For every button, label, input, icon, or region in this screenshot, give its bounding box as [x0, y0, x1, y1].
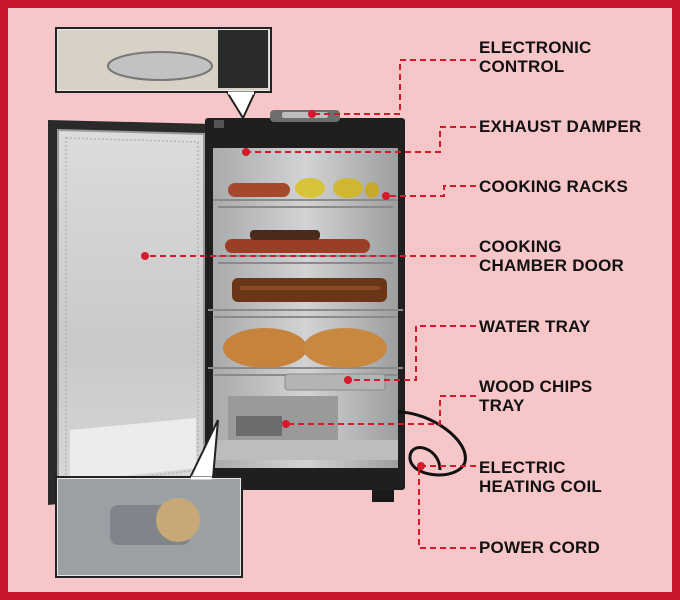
- cooking-chamber-door: [48, 120, 212, 505]
- label-cooking-racks: COOKING RACKS: [479, 177, 628, 196]
- label-exhaust-damper: EXHAUST DAMPER: [479, 117, 642, 136]
- exhaust-damper-inset: [55, 27, 272, 121]
- callout-lines: [145, 59, 476, 549]
- callout-water-tray: [348, 325, 476, 381]
- water-and-chip-trays: [213, 373, 398, 460]
- callout-wood-chips-tray: [286, 395, 476, 425]
- label-water-tray: WATER TRAY: [479, 317, 591, 336]
- callout-electronic-control: [312, 59, 476, 115]
- label-electronic-control: ELECTRONIC CONTROL: [479, 38, 592, 76]
- label-wood-chips-tray: WOOD CHIPS TRAY: [479, 377, 593, 415]
- label-electric-heating-coil: ELECTRIC HEATING COIL: [479, 458, 602, 496]
- food-items: [223, 178, 387, 368]
- callout-dots: [141, 110, 425, 470]
- power-cord: [397, 410, 467, 477]
- callout-power-cord: [418, 466, 476, 549]
- label-power-cord: POWER CORD: [479, 538, 600, 557]
- label-cooking-chamber-door: COOKING CHAMBER DOOR: [479, 237, 625, 275]
- callout-cooking-racks: [386, 185, 476, 197]
- heating-element-inset: [55, 419, 243, 578]
